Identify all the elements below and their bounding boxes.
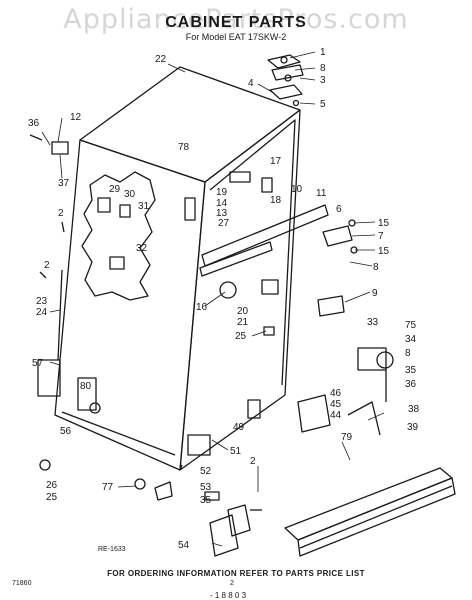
top-hinge-group xyxy=(267,54,304,107)
part-label: 79 xyxy=(341,432,353,443)
part-label: 13 xyxy=(216,208,228,219)
part-label: 31 xyxy=(138,201,150,212)
part-label: 78 xyxy=(178,142,190,153)
part-label: 23 xyxy=(36,296,48,307)
part-label: 53 xyxy=(200,482,212,493)
part-label: 80 xyxy=(80,381,92,392)
part-label: 7 xyxy=(378,231,384,242)
part-label: 8 xyxy=(405,348,411,359)
drawing-reference: RE-1633 xyxy=(98,546,126,553)
part-label: 20 xyxy=(237,306,249,317)
part-label: 46 xyxy=(330,388,342,399)
part-label: 29 xyxy=(109,184,121,195)
part-label: 39 xyxy=(407,422,419,433)
part-label: 12 xyxy=(70,112,82,123)
part-label: 77 xyxy=(102,482,114,493)
part-label: 30 xyxy=(124,189,136,200)
diagram-title: CABINET PARTS xyxy=(165,14,307,31)
bottom-mark: - 1 8 8 0 3 xyxy=(210,591,247,600)
lower-parts xyxy=(39,394,381,557)
part-label: 25 xyxy=(46,492,58,503)
part-label: 16 xyxy=(196,302,208,313)
left-fasteners xyxy=(29,134,101,414)
part-label: 33 xyxy=(367,317,379,328)
part-label: 51 xyxy=(230,446,242,457)
interior-rails xyxy=(184,171,329,336)
part-label: 35 xyxy=(200,495,212,506)
part-label: 49 xyxy=(233,422,245,433)
part-label: 75 xyxy=(405,320,417,331)
part-label: 38 xyxy=(408,404,420,415)
part-label: 5 xyxy=(320,99,326,110)
part-label: 22 xyxy=(155,54,167,65)
part-label: 4 xyxy=(248,78,254,89)
part-label: 24 xyxy=(36,307,48,318)
part-label: 57 xyxy=(32,358,44,369)
base-grille xyxy=(284,467,456,557)
part-label: 54 xyxy=(178,540,190,551)
part-label: 21 xyxy=(237,317,249,328)
part-label: 6 xyxy=(336,204,342,215)
part-label: 8 xyxy=(320,63,326,74)
part-label: 36 xyxy=(28,118,40,129)
part-label: 27 xyxy=(218,218,230,229)
part-label: 44 xyxy=(330,410,342,421)
part-label: 14 xyxy=(216,198,228,209)
part-label: 52 xyxy=(200,466,212,477)
part-label: 34 xyxy=(405,334,417,345)
part-label: 15 xyxy=(378,246,390,257)
right-hinge-group xyxy=(317,219,394,402)
part-label: 1 xyxy=(320,47,326,58)
part-number-labels: 22 1 8 3 4 5 12 36 78 37 17 29 30 31 32 … xyxy=(28,47,420,551)
part-label: 2 xyxy=(250,456,256,467)
page-number: 2 xyxy=(230,580,234,587)
part-label: 56 xyxy=(60,426,72,437)
part-label: 32 xyxy=(136,243,148,254)
part-label: 18 xyxy=(270,195,282,206)
part-label: 25 xyxy=(235,331,247,342)
part-label: 35 xyxy=(405,365,417,376)
insulation-panel xyxy=(81,171,156,301)
model-subtitle: For Model EAT 17SKW-2 xyxy=(185,32,287,42)
part-label: 17 xyxy=(270,156,282,167)
part-label: 36 xyxy=(405,379,417,390)
part-label: 11 xyxy=(316,188,327,199)
part-label: 2 xyxy=(44,260,50,271)
part-label: 15 xyxy=(378,218,390,229)
part-label: 45 xyxy=(330,399,342,410)
part-label: 10 xyxy=(291,184,303,195)
part-label: 9 xyxy=(372,288,378,299)
watermark: AppliancePartsPros.com xyxy=(63,4,409,35)
part-label: 8 xyxy=(373,262,379,273)
part-label: 37 xyxy=(58,178,70,189)
document-number: 71860 xyxy=(12,580,32,587)
part-label: 2 xyxy=(58,208,64,219)
part-label: 26 xyxy=(46,480,58,491)
cabinet-body xyxy=(54,66,301,471)
ordering-footer: FOR ORDERING INFORMATION REFER TO PARTS … xyxy=(107,569,365,578)
part-label: 3 xyxy=(320,75,326,86)
part-label: 19 xyxy=(216,187,228,198)
